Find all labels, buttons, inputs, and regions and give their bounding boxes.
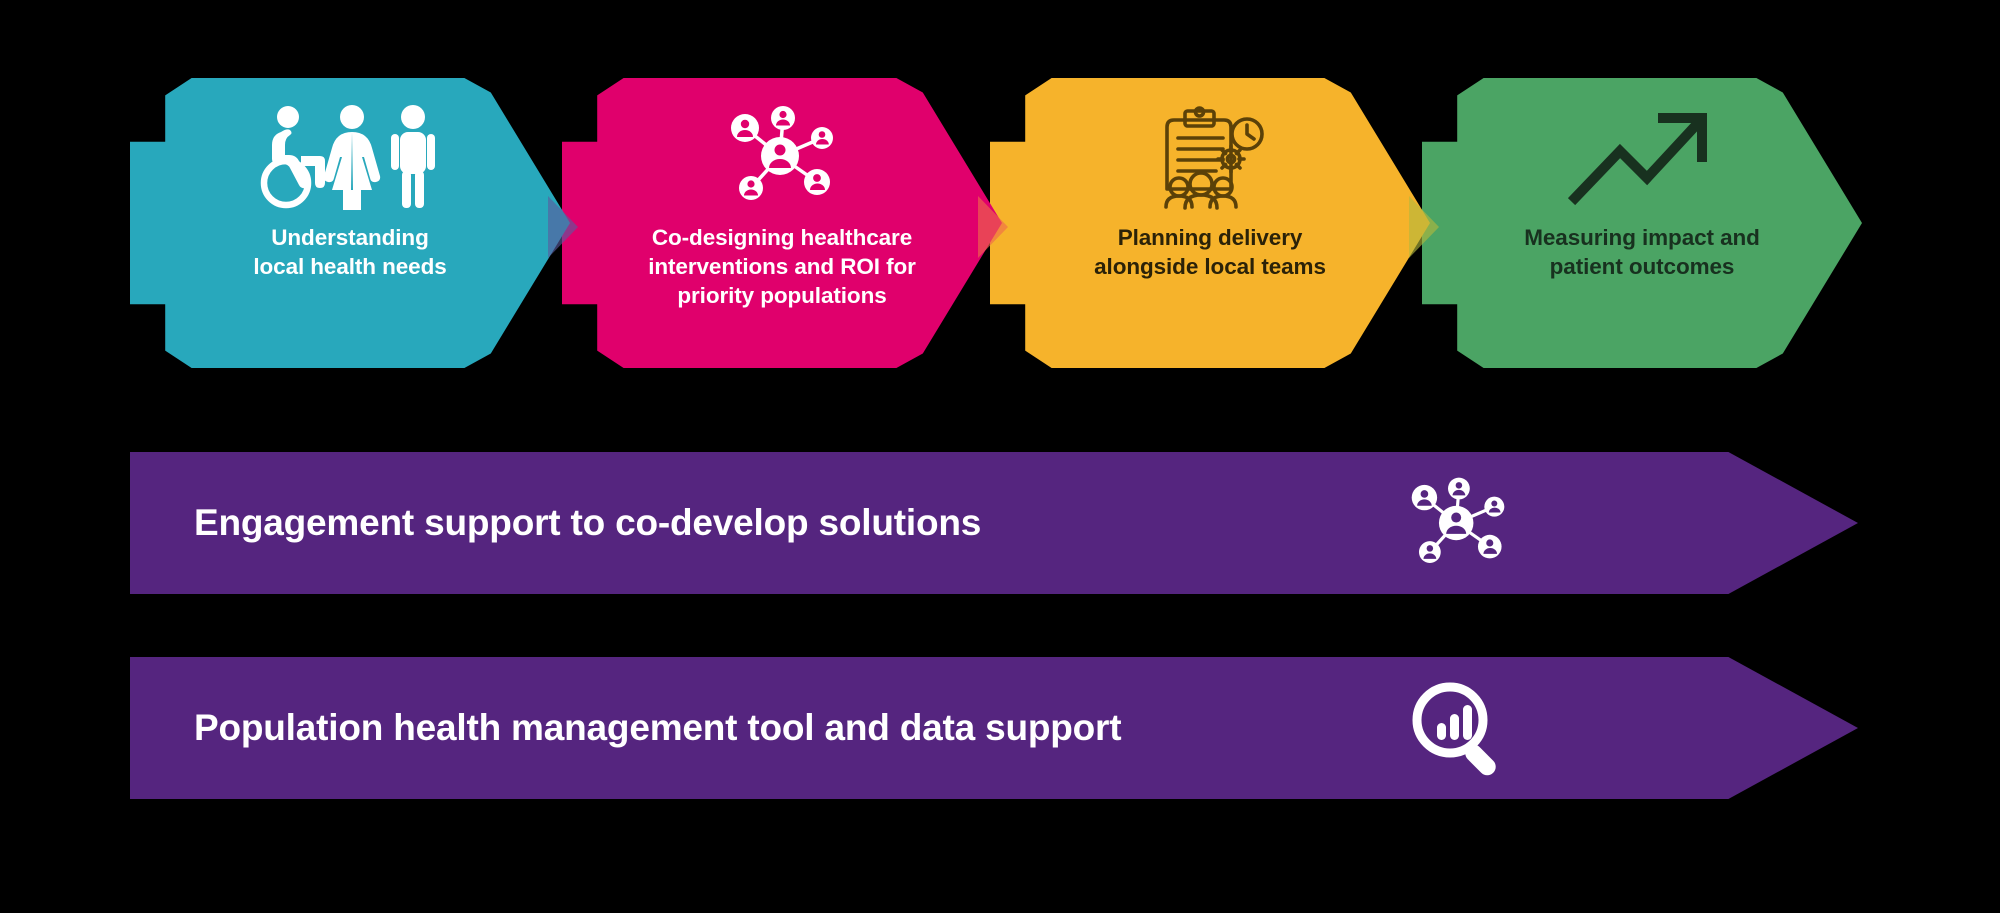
label-line: alongside local teams bbox=[1094, 253, 1326, 279]
label-line: Planning delivery bbox=[1117, 225, 1303, 250]
label-line: interventions and ROI for bbox=[648, 253, 916, 279]
process-step-label: Planning delivery alongside local teams bbox=[1060, 224, 1360, 282]
process-step-planning-delivery-alongside-local-teams[interactable]: Planning delivery alongside local teams bbox=[990, 78, 1430, 368]
label-line: Measuring impact and bbox=[1524, 225, 1760, 250]
support-banner-engagement-support[interactable]: Engagement support to co-develop solutio… bbox=[130, 452, 1858, 594]
magnifier-bar-chart-icon bbox=[1398, 678, 1518, 778]
banner-label: Engagement support to co-develop solutio… bbox=[194, 502, 982, 543]
people-group-accessibility-icon bbox=[255, 100, 445, 212]
banner-label: Population health management tool and da… bbox=[194, 707, 1122, 748]
process-step-label: Understanding local health needs bbox=[200, 224, 500, 282]
clipboard-clock-gear-team-icon bbox=[1152, 100, 1268, 212]
upward-trend-arrow-icon bbox=[1567, 100, 1717, 212]
support-banner-population-health-management[interactable]: Population health management tool and da… bbox=[130, 657, 1858, 799]
label-line: Understanding bbox=[271, 225, 429, 250]
label-line: local health needs bbox=[253, 253, 447, 279]
people-network-icon bbox=[1398, 473, 1518, 573]
process-step-label: Measuring impact and patient outcomes bbox=[1492, 224, 1792, 282]
people-network-icon bbox=[717, 100, 847, 212]
label-line: priority populations bbox=[677, 282, 887, 308]
process-step-label: Co-designing healthcare interventions an… bbox=[632, 224, 932, 310]
process-step-understanding-local-health-needs[interactable]: Understanding local health needs bbox=[130, 78, 570, 368]
process-step-measuring-impact-and-patient-outcomes[interactable]: Measuring impact and patient outcomes bbox=[1422, 78, 1862, 368]
process-chevron-row: Understanding local health needs bbox=[0, 0, 2000, 380]
label-line: Co-designing healthcare bbox=[651, 225, 913, 250]
label-line: patient outcomes bbox=[1549, 253, 1735, 279]
process-step-co-designing-healthcare-interventions[interactable]: Co-designing healthcare interventions an… bbox=[562, 78, 1002, 368]
